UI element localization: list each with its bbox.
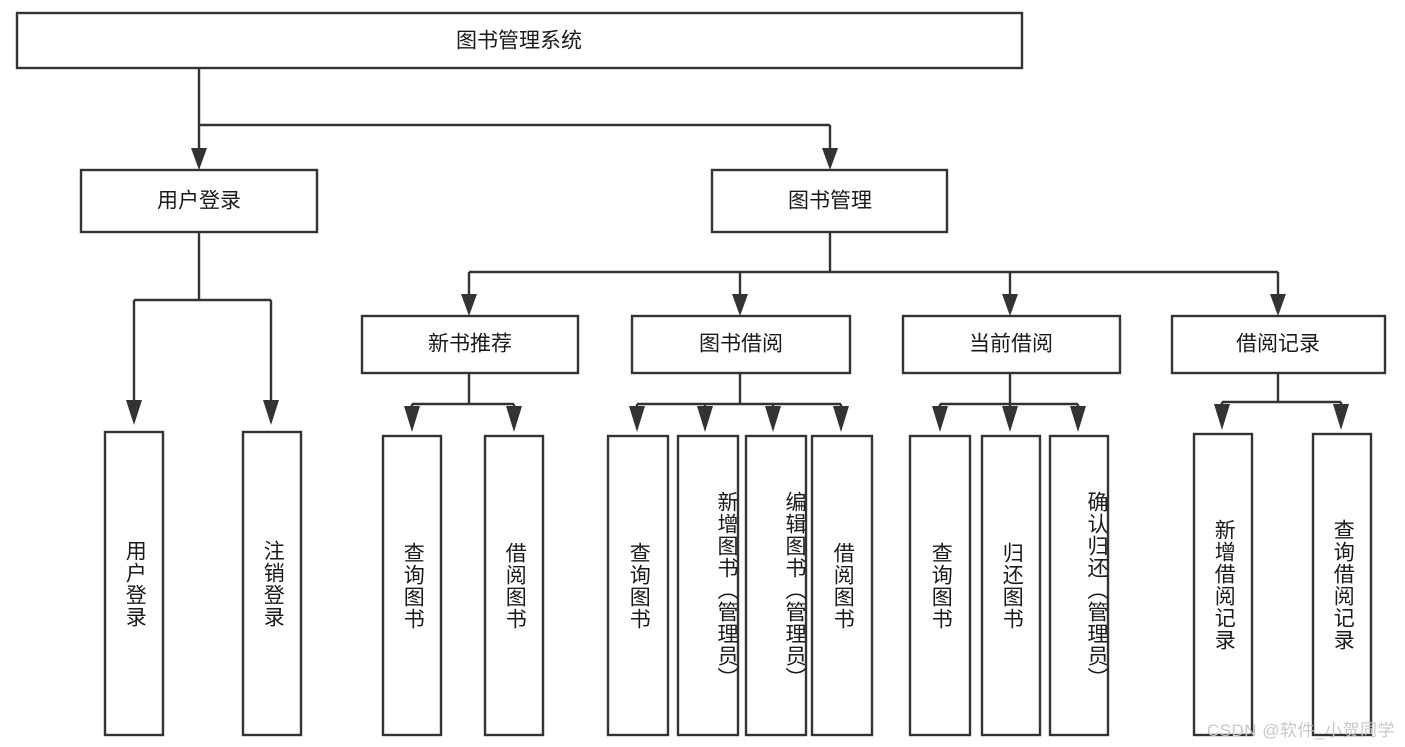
node-current-borrow-label: 当前借阅 [969, 333, 1053, 356]
node-user-login-label: 用户登录 [157, 190, 241, 213]
arrowhead-new-book-leaf-0 [404, 406, 420, 432]
node-root-box[interactable] [15, 11, 1024, 70]
leaf-box-group [103, 430, 1373, 737]
node-new-book-recommend[interactable]: 新书推荐 [360, 314, 580, 375]
arrowhead-new-book [461, 294, 477, 316]
node-leaf-book-borrow-1-box[interactable] [676, 434, 740, 737]
arrowhead-book-borrow [732, 294, 748, 316]
node-leaf-borrow-record-0-box[interactable] [1192, 432, 1254, 737]
arrowhead-current-borrow-leaf-2 [1070, 406, 1086, 432]
arrowhead-current-borrow [1002, 294, 1018, 316]
node-borrow-record-label: 借阅记录 [1236, 333, 1320, 356]
node-leaf-book-borrow-2-box[interactable] [744, 434, 808, 737]
arrowhead-current-borrow-leaf-0 [932, 406, 948, 432]
arrowhead-book-borrow-leaf-3 [833, 406, 849, 432]
node-book-manage-label: 图书管理 [788, 190, 872, 213]
node-leaf-current-borrow-0-box[interactable] [908, 434, 972, 737]
arrowhead-user-login-leaf-1 [263, 400, 279, 425]
node-leaf-book-borrow-0-box[interactable] [606, 434, 670, 737]
node-book-manage[interactable]: 图书管理 [710, 168, 949, 234]
arrowhead-borrow-record [1270, 294, 1286, 316]
node-leaf-current-borrow-2-box[interactable] [1048, 434, 1110, 737]
node-leaf-borrow-record-1-box[interactable] [1311, 432, 1373, 737]
arrowhead-group [126, 148, 1349, 432]
arrowhead-borrow-record-leaf-1 [1333, 404, 1349, 430]
arrowhead-book-borrow-leaf-2 [765, 406, 781, 432]
node-leaf-new-book-1-box[interactable] [483, 434, 545, 737]
arrowhead-borrow-record-leaf-0 [1214, 404, 1230, 430]
node-leaf-user-login-1-box[interactable] [241, 430, 303, 737]
csdn-watermark: CSDN @软件_小贺同学 [1206, 721, 1395, 740]
node-book-borrow-label: 图书借阅 [699, 333, 783, 356]
node-user-login[interactable]: 用户登录 [79, 168, 319, 234]
node-new-book-recommend-label: 新书推荐 [428, 333, 512, 356]
node-book-borrow-box[interactable] [630, 314, 852, 375]
node-leaf-current-borrow-1-box[interactable] [980, 434, 1042, 737]
node-leaf-book-borrow-3-box[interactable] [810, 434, 874, 737]
arrowhead-book-manage [822, 148, 838, 170]
node-current-borrow-box[interactable] [901, 314, 1122, 375]
node-borrow-record-box[interactable] [1170, 314, 1387, 375]
arrowhead-current-borrow-leaf-1 [1002, 406, 1018, 432]
arrowhead-new-book-leaf-1 [506, 406, 522, 432]
arrowhead-book-borrow-leaf-1 [697, 406, 713, 432]
arrowhead-user-login [191, 148, 207, 170]
node-book-manage-box[interactable] [710, 168, 949, 234]
node-root[interactable]: 图书管理系统 [15, 11, 1024, 70]
node-book-borrow[interactable]: 图书借阅 [630, 314, 852, 375]
node-current-borrow[interactable]: 当前借阅 [901, 314, 1122, 375]
node-borrow-record[interactable]: 借阅记录 [1170, 314, 1387, 375]
node-new-book-recommend-box[interactable] [360, 314, 580, 375]
node-leaf-new-book-0-box[interactable] [381, 434, 443, 737]
node-root-label: 图书管理系统 [456, 30, 582, 53]
arrowhead-user-login-leaf-0 [126, 400, 142, 425]
node-leaf-user-login-0-box[interactable] [103, 430, 165, 737]
arrowhead-book-borrow-leaf-0 [629, 406, 645, 432]
node-user-login-box[interactable] [79, 168, 319, 234]
